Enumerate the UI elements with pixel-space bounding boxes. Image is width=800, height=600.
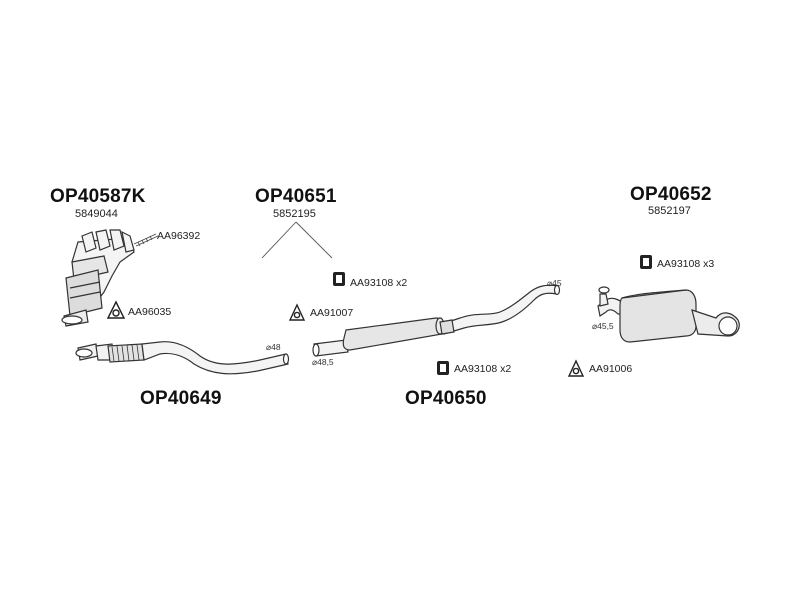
ring-gasket-icon (106, 300, 126, 319)
rear-silencer-drawing (597, 286, 740, 343)
middle-silencer-drawing (312, 284, 561, 357)
accessory-label-ring-clamp-mid: AA91007 (310, 307, 354, 319)
ring-clamp-icon-mid (288, 303, 306, 321)
rear-silencer-oem-number: 5852197 (648, 205, 691, 217)
diameter-label-front-pipe: ⌀48 (266, 342, 281, 352)
middle-group-part-code: OP40651 (255, 186, 337, 207)
rear-silencer-part-code: OP40652 (630, 184, 712, 205)
middle-silencer-part-code: OP40650 (405, 388, 487, 409)
diameter-label-rear-inlet: ⌀45,5 (592, 321, 614, 331)
clamp-icon-mid-top (333, 272, 345, 286)
clamp-icon-rear (640, 255, 652, 269)
front-pipe-part-code: OP40649 (140, 388, 222, 409)
diameter-label-mid-outlet: ⌀45 (547, 278, 562, 288)
accessory-label-clamp-mid-bottom: AA93108 x2 (454, 363, 512, 375)
group-leader-lines (261, 221, 333, 259)
accessory-label-ring-clamp-rear: AA91006 (589, 363, 633, 375)
manifold-oem-number: 5849044 (75, 208, 118, 220)
ring-clamp-icon-rear (567, 359, 585, 377)
clamp-icons (333, 255, 652, 375)
middle-group-oem-number: 5852195 (273, 208, 316, 220)
ring-clamp-icons (288, 303, 585, 377)
manifold-gasket-drawing (133, 233, 159, 247)
accessory-label-ring-gasket: AA96035 (128, 306, 172, 318)
accessory-label-clamp-mid-top: AA93108 x2 (350, 277, 408, 289)
accessory-label-manifold-gasket: AA96392 (157, 230, 201, 242)
diameter-label-mid-inlet: ⌀48,5 (312, 357, 334, 367)
front-pipe-drawing (75, 341, 290, 375)
clamp-icon-mid-bottom (437, 361, 449, 375)
manifold-part-code: OP40587K (50, 186, 146, 207)
manifold-catalyst-drawing (61, 229, 135, 327)
accessory-label-clamp-rear: AA93108 x3 (657, 258, 715, 270)
